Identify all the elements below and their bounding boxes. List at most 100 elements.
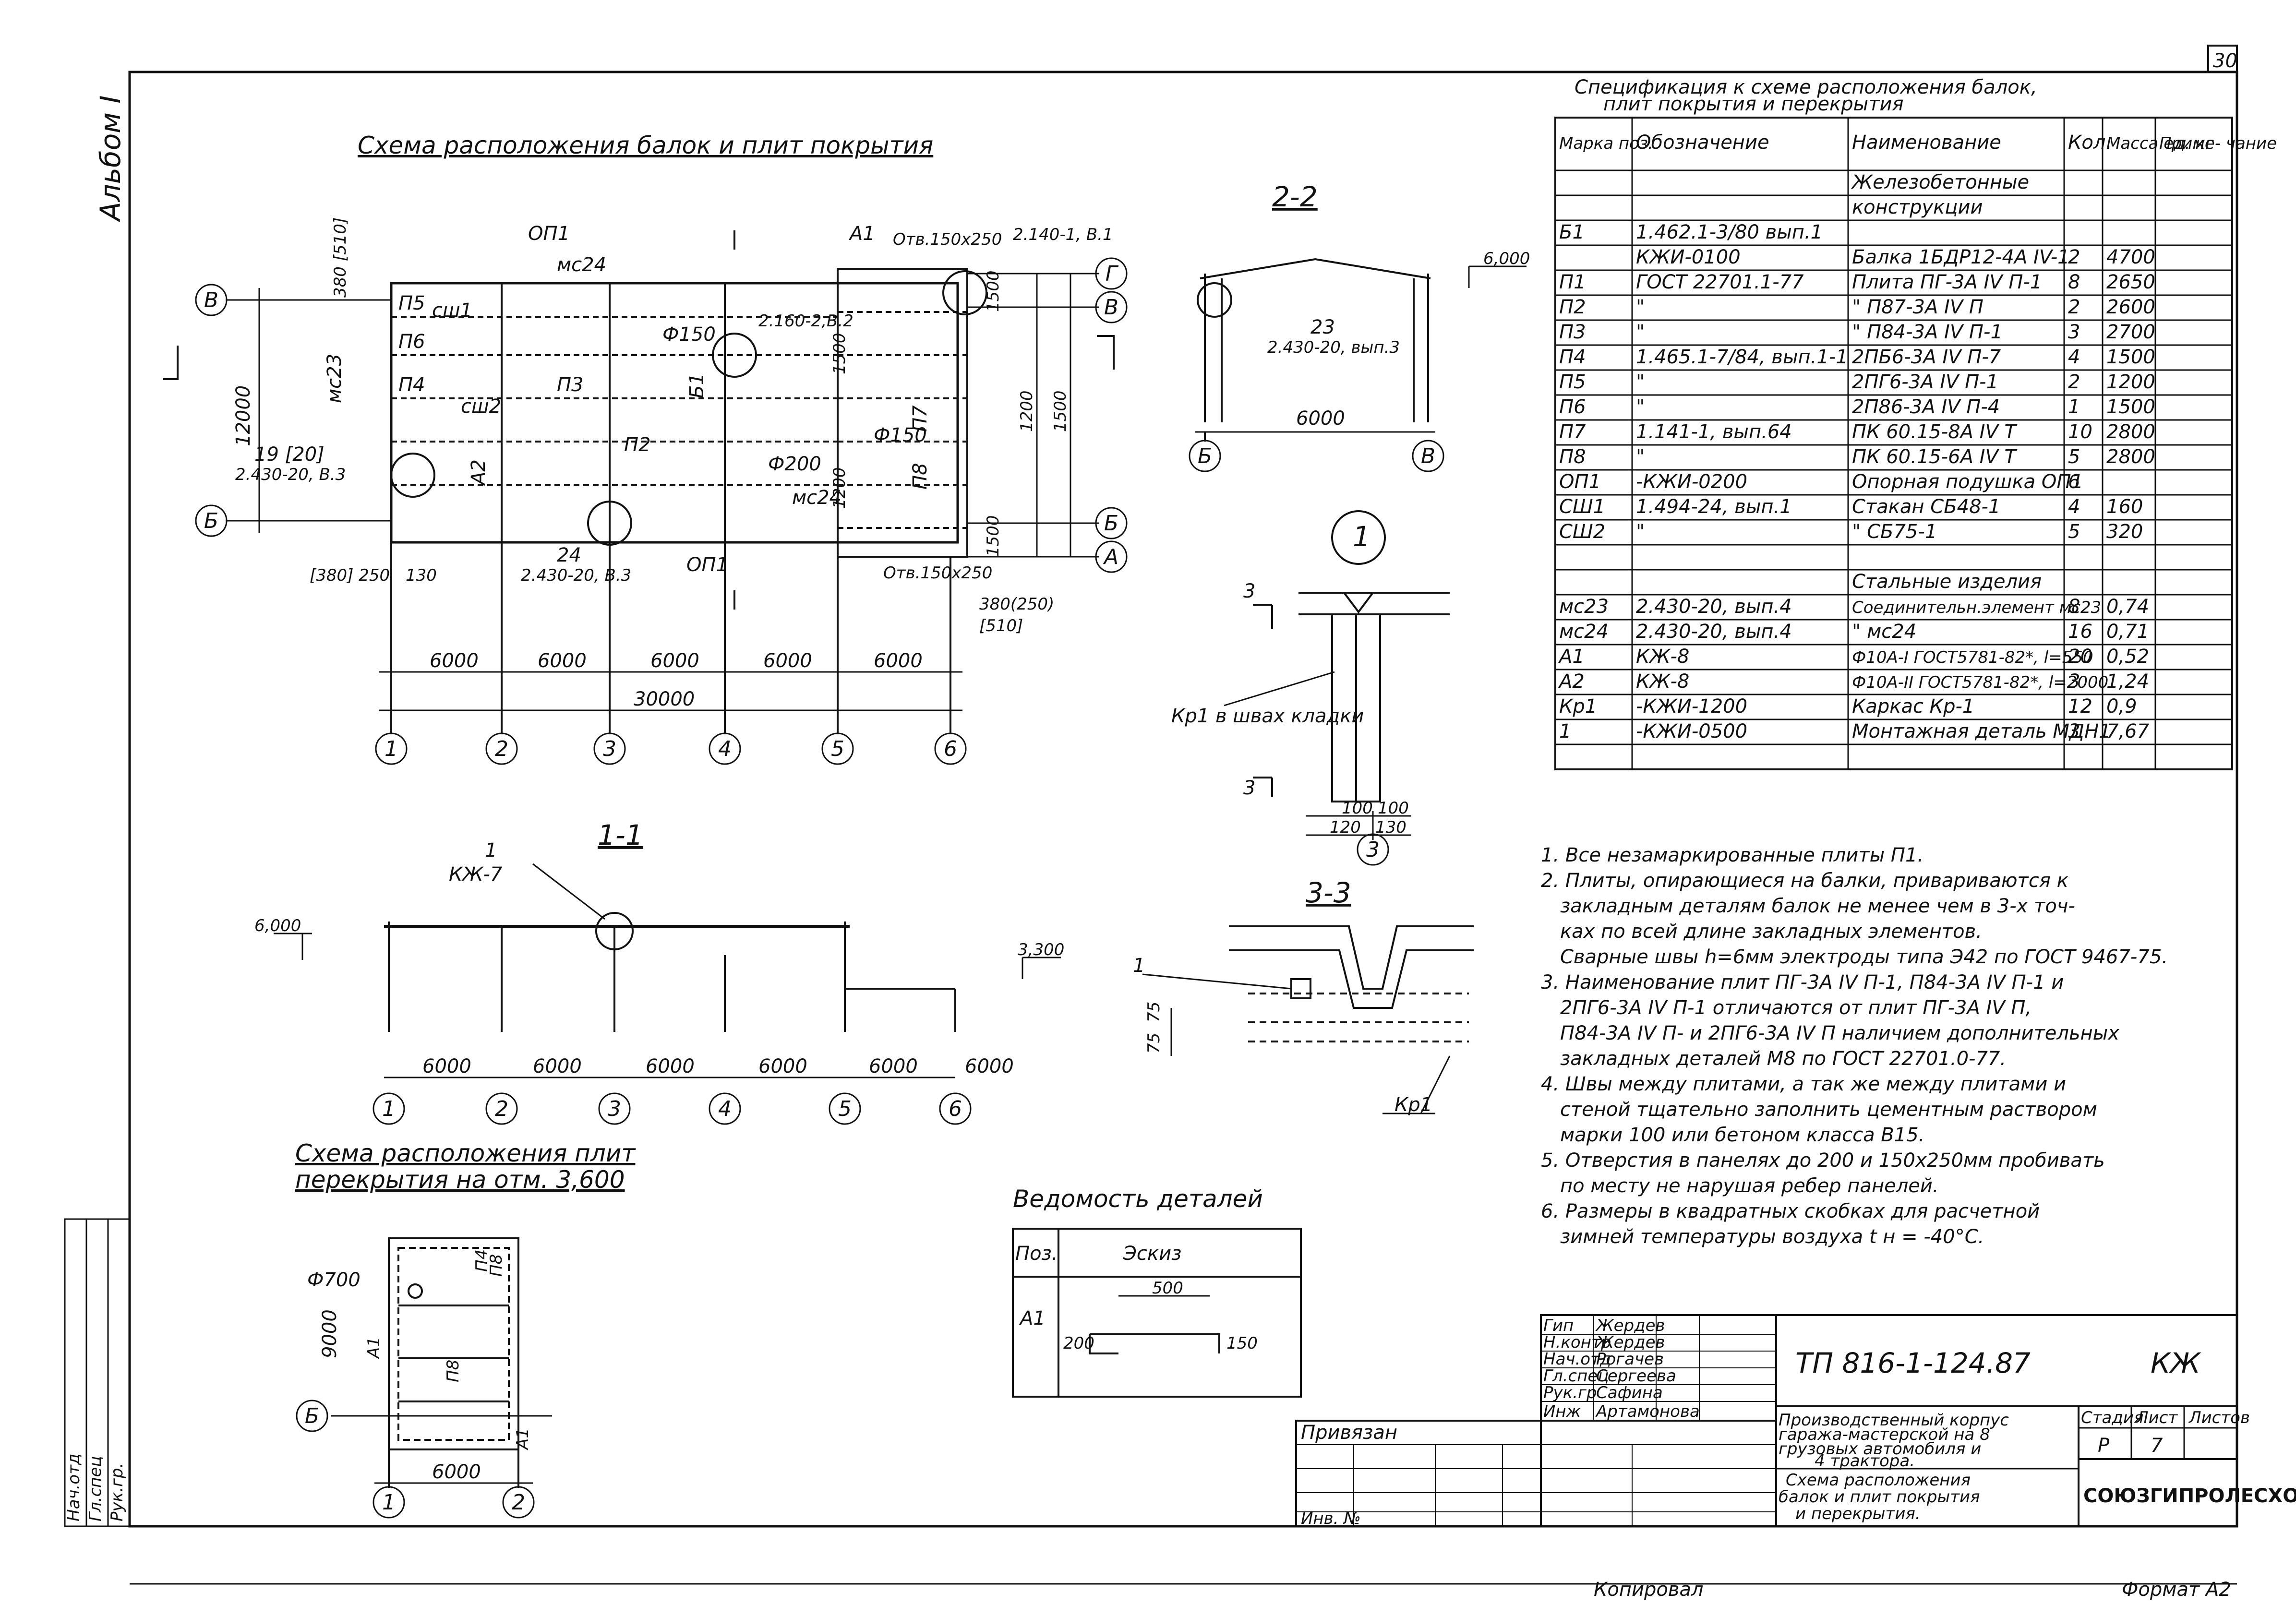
node-1-dim-4: 130 — [1375, 818, 1406, 837]
plan-label-14: П7 — [909, 405, 931, 432]
spec-cell: ОП1 — [1559, 471, 1601, 493]
note-line: 2ПГ6-3А IV П-1 отличаются от плит ПГ-3А … — [1560, 997, 2032, 1019]
sidebar-role-2: Гл.спец — [86, 1456, 105, 1521]
spec-cell: Плита ПГ-3А IV П-1 — [1852, 271, 2042, 293]
spec-cell: 8 — [2068, 596, 2080, 618]
plan-label-28: 2.430-20, В.3 — [235, 465, 346, 484]
plan-label-6: П4 — [398, 374, 425, 396]
plan-label-39: 1500 — [830, 333, 849, 374]
spec-cell: 1 — [1559, 720, 1571, 742]
floor-plan-label-4: А1 — [364, 1337, 384, 1359]
details-row-d2: 200 — [1063, 1334, 1094, 1353]
name-6: Артамонова — [1595, 1402, 1700, 1421]
section-22-ref: 2.430-20, вып.3 — [1267, 338, 1400, 357]
section-11-span-3: 6000 — [646, 1055, 695, 1077]
plan-label-12: А2 — [468, 459, 490, 486]
roof-plan-title: Схема расположения балок и плит покрытия — [358, 132, 933, 159]
sheet-value: 7 — [2151, 1435, 2163, 1457]
plan-label-17: мс24 — [792, 487, 841, 509]
plan-label-34: 1500 — [984, 270, 1003, 312]
plan-axis-2: 2 — [495, 737, 508, 761]
role-2: Н.контр — [1543, 1333, 1611, 1352]
plan-label-1: ОП1 — [528, 223, 570, 245]
col-head-sheets: Листов — [2188, 1408, 2250, 1427]
name-4: Сергеева — [1596, 1366, 1676, 1386]
spec-cell: 4700 — [2106, 246, 2155, 268]
project-code: ТП 816-1-124.87 — [1795, 1347, 2031, 1379]
plan-axis-b-left: Б — [204, 509, 218, 533]
node-1-number: 1 — [1353, 520, 1370, 553]
section-11-drawing — [274, 863, 1061, 1125]
section-33-mark: 1 — [1133, 955, 1145, 977]
spec-cell: Соединительн.элемент мс23 — [1852, 598, 2101, 617]
section-11-mark: 1 — [485, 839, 497, 862]
spec-cell: 1,24 — [2106, 670, 2149, 693]
name-2: Жердев — [1595, 1333, 1665, 1352]
spec-cell: Балка 1БДР12-4А IV-1 — [1852, 246, 2070, 268]
floor-plan-title-1: Схема расположения плит — [295, 1139, 636, 1167]
spec-cell: 5 — [2068, 446, 2080, 468]
section-22-title: 2-2 — [1272, 180, 1318, 213]
section-33-title: 3-3 — [1306, 876, 1351, 909]
spec-cell: 3 — [2068, 321, 2080, 343]
plan-label-31: [510] — [979, 616, 1023, 635]
inv-label: Инв. № — [1301, 1509, 1361, 1528]
spec-title-1: Спецификация к схеме расположения балок, — [1575, 76, 2037, 98]
spec-cell: 2800 — [2106, 421, 2155, 443]
spec-cell: П8 — [1559, 446, 1586, 468]
spec-cell: " СБ75-1 — [1852, 521, 1937, 543]
spec-cell: 2П86-3А IV П-4 — [1852, 396, 2000, 418]
name-5: Сафина — [1596, 1383, 1663, 1402]
plan-label-37: 1500 — [984, 515, 1003, 557]
spec-cell: 1500 — [2106, 346, 2155, 368]
spec-header-1: Марка поз. — [1559, 134, 1653, 153]
spec-header-5: Масса ед. кг — [2106, 134, 2214, 153]
note-line: марки 100 или бетоном класса В15. — [1560, 1124, 1924, 1146]
spec-cell: 160 — [2106, 496, 2143, 518]
spec-cell: 4 — [2068, 346, 2080, 368]
spec-cell: 4 — [2068, 496, 2080, 518]
spec-cell: Ф10А-II ГОСТ5781-82*, l=2000 — [1852, 673, 2108, 692]
spec-cell: 2600 — [2106, 296, 2155, 318]
section-11-axis-6: 6 — [949, 1097, 962, 1121]
plan-label-2: мс24 — [557, 254, 606, 276]
spec-grid — [1554, 117, 2233, 770]
spec-cell: " — [1636, 371, 1645, 393]
plan-label-35: 1200 — [1017, 390, 1036, 432]
page-number-box — [2207, 45, 2238, 73]
sheet-frame — [128, 71, 2238, 1528]
section-11-level-top: 6,000 — [254, 916, 301, 935]
col-head-sheet: Лист — [2135, 1408, 2178, 1427]
spec-cell: 320 — [2106, 521, 2143, 543]
notes: 1. Все незамаркированные плиты П1.2. Пли… — [1541, 844, 2168, 1248]
plan-label-29: 380 [510] — [331, 217, 350, 298]
spec-cell: 20 — [2068, 646, 2092, 668]
spec-cell: СШ2 — [1559, 521, 1605, 543]
spec-cell: 6 — [2068, 471, 2080, 493]
plan-axis-bubbles — [195, 257, 1128, 765]
spec-cell: " — [1636, 321, 1645, 343]
spec-cell: 0,9 — [2106, 695, 2137, 718]
spec-cell: Кр1 — [1559, 695, 1597, 718]
spec-cell: 0,52 — [2106, 646, 2149, 668]
node-1-cut-top: 3 — [1243, 580, 1255, 602]
plan-axis-6: 6 — [944, 737, 957, 761]
section-22-level: 6,000 — [1483, 249, 1530, 268]
sheet-title-1: Схема расположения — [1786, 1471, 1971, 1490]
spec-cell: -КЖИ-0500 — [1636, 720, 1747, 742]
spec-cell: П6 — [1559, 396, 1586, 418]
spec-cell: 1500 — [2106, 396, 2155, 418]
node-1-dim-1: 100 — [1342, 799, 1373, 818]
role-6: Инж — [1543, 1402, 1581, 1421]
note-line: стеной тщательно заполнить цементным рас… — [1560, 1099, 2097, 1121]
node-1-dim-3: 120 — [1330, 818, 1361, 837]
spec-cell: ГОСТ 22701.1-77 — [1636, 271, 1804, 293]
details-table — [1012, 1228, 1302, 1398]
plan-label-21: Отв.150х250 — [893, 230, 1002, 249]
plan-axis-v-right: В — [1104, 295, 1118, 320]
plan-label-36: 1500 — [1051, 390, 1070, 432]
stage-value: Р — [2098, 1435, 2110, 1457]
section-11-span-5: 6000 — [869, 1055, 918, 1077]
